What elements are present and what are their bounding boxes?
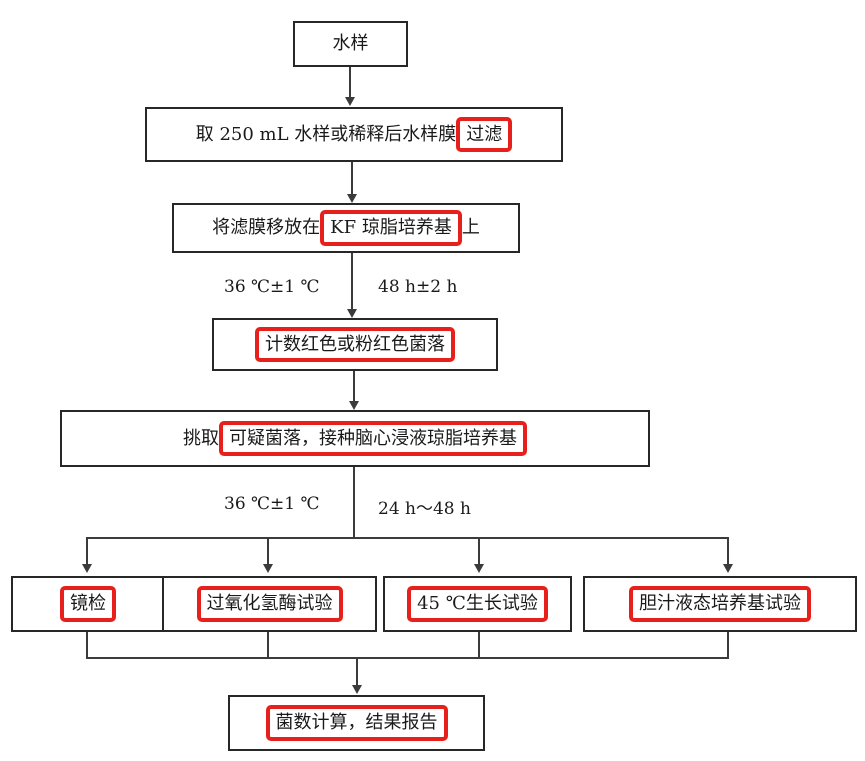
node-microscopy: 镜检 [11,576,165,632]
node-report-label: 菌数计算，结果报告 [265,705,448,741]
node-count-colonies: 计数红色或粉红色菌落 [212,318,498,371]
arrowhead-drop-growth45 [474,564,484,573]
arrowhead-merge-to-report [352,685,362,694]
membrane-filtration-text: 取 250 mL 水样或稀释后水样膜 [195,123,457,145]
node-membrane-filtration: 取 250 mL 水样或稀释后水样膜过滤 [145,107,563,162]
node-pick-colonies: 挑取可疑菌落，接种脑心浸液琼脂培养基 [60,410,650,467]
node-count-colonies-label: 计数红色或粉红色菌落 [255,326,455,363]
membrane-filtration-highlight: 过滤 [456,116,513,153]
kf-agar-text-after: 上 [461,217,480,239]
node-water-sample-label: 水样 [332,33,369,55]
connector-drop-bile [727,537,729,565]
count-colonies-highlight: 计数红色或粉红色菌落 [255,326,455,363]
node-bile-broth-test: 胆汁液态培养基试验 [583,576,857,632]
node-microscopy-label: 镜检 [60,586,116,622]
connector-water-to-filtration [349,67,351,98]
incubation1-temperature-label: 36 ℃±1 ℃ [224,277,320,297]
branch-distribution-rail [87,537,729,539]
catalase-test-highlight: 过氧化氢酶试验 [196,586,343,622]
connector-drop-microscopy [86,537,88,565]
bile-broth-test-highlight: 胆汁液态培养基试验 [629,586,811,622]
node-membrane-filtration-label: 取 250 mL 水样或稀释后水样膜过滤 [195,116,513,153]
connector-merge-catalase [267,632,269,659]
connector-drop-growth45 [478,537,480,565]
arrowhead-drop-bile [723,564,733,573]
node-water-sample: 水样 [293,21,408,67]
node-catalase-test: 过氧化氢酶试验 [162,576,377,632]
node-catalase-test-label: 过氧化氢酶试验 [196,586,343,622]
arrowhead-count-to-pick [349,401,359,410]
kf-agar-highlight: KF 琼脂培养基 [320,210,462,246]
connector-merge-bile [727,632,729,659]
connector-merge-microscopy [86,632,88,659]
merge-rail [87,657,729,659]
arrowhead-kf-to-count [347,309,357,318]
connector-kf-to-count [351,253,353,310]
connector-drop-catalase [267,537,269,565]
arrowhead-drop-catalase [263,564,273,573]
connector-merge-growth45 [478,632,480,659]
connector-count-to-pick [353,371,355,402]
node-growth-45c-test: 45 ℃生长试验 [383,576,572,632]
connector-pick-to-branches [353,467,355,539]
arrowhead-drop-microscopy [82,564,92,573]
incubation2-duration-label: 24 h～48 h [378,499,471,519]
growth-45c-test-highlight: 45 ℃生长试验 [407,586,548,622]
kf-agar-text-before: 将滤膜移放在 [212,217,321,239]
node-bile-broth-test-label: 胆汁液态培养基试验 [629,586,811,622]
connector-filtration-to-kf [351,162,353,195]
incubation1-duration-label: 48 h±2 h [378,277,458,297]
connector-merge-to-report [356,657,358,685]
microscopy-highlight: 镜检 [60,586,116,622]
node-pick-colonies-label: 挑取可疑菌落，接种脑心浸液琼脂培养基 [183,420,527,457]
pick-colonies-highlight: 可疑菌落，接种脑心浸液琼脂培养基 [219,420,527,457]
incubation2-temperature-label: 36 ℃±1 ℃ [224,494,320,514]
node-report: 菌数计算，结果报告 [228,695,485,751]
report-highlight: 菌数计算，结果报告 [265,705,448,741]
arrowhead-water-to-filtration [345,97,355,106]
arrowhead-filtration-to-kf [347,194,357,203]
node-growth-45c-test-label: 45 ℃生长试验 [407,586,548,622]
pick-colonies-text: 挑取 [183,427,219,449]
